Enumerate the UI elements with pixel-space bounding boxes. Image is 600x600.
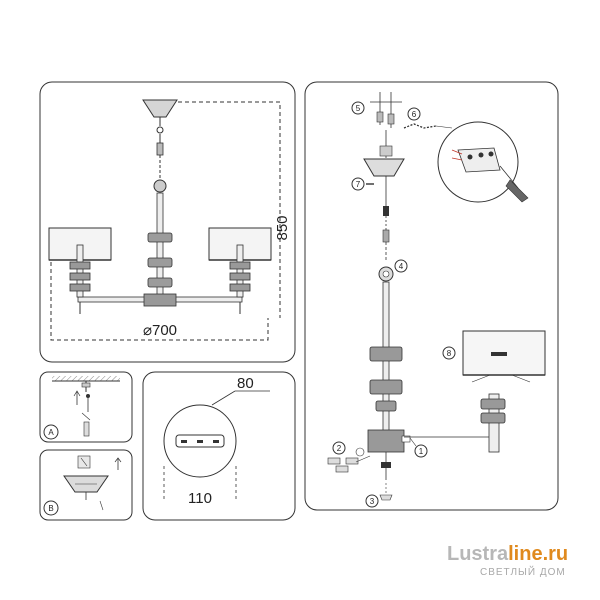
inset-a-label: A	[48, 428, 54, 437]
callout-2: 2	[337, 444, 342, 453]
base-height-dimension: 80	[237, 375, 254, 392]
diameter-dimension: ⌀700	[143, 322, 177, 339]
base-width-dimension: 110	[188, 490, 212, 507]
brand-watermark: Lustraline.ru СВЕТЛЫЙ ДОМ	[447, 543, 568, 578]
callout-5: 5	[356, 104, 361, 113]
callout-1: 1	[419, 447, 424, 456]
callout-4: 4	[399, 262, 404, 271]
callout-3: 3	[370, 497, 375, 506]
panel-base-dimensions: 80 110	[142, 371, 296, 521]
callout-7: 7	[356, 180, 361, 189]
brand-tagline: СВЕТЛЫЙ ДОМ	[480, 565, 566, 578]
panel-inset-a: A	[39, 371, 133, 443]
brand-name-part1: Lustra	[447, 543, 509, 565]
inset-b-label: B	[48, 504, 53, 513]
callout-6: 6	[412, 110, 417, 119]
panel-inset-b: B	[39, 449, 133, 521]
brand-name-part2: line.ru	[508, 543, 568, 565]
panel-dimensions: 850 ⌀700	[39, 81, 296, 363]
callout-8: 8	[447, 349, 452, 358]
svg-text:Lustraline.ru: Lustraline.ru	[447, 543, 568, 565]
panel-assembly: 5 6 7 4	[304, 81, 559, 511]
height-dimension: 850	[274, 215, 291, 240]
